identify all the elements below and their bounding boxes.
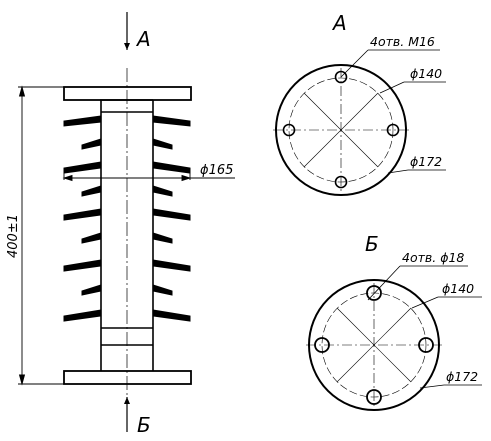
view-b-flange-label: ϕ172 bbox=[446, 369, 478, 384]
view-b-hole-top bbox=[366, 285, 382, 301]
view-b-bolt-circle-label: ϕ140 bbox=[442, 281, 474, 296]
shed-5 bbox=[63, 208, 191, 221]
view-a-hole-right bbox=[386, 123, 400, 137]
top-flange bbox=[63, 86, 192, 101]
shed-8 bbox=[81, 284, 173, 296]
shed-diameter-dimension bbox=[62, 168, 235, 182]
view-b-hole-right bbox=[418, 337, 434, 353]
view-a-flange-label: ϕ172 bbox=[410, 154, 442, 169]
shed-1 bbox=[63, 115, 191, 127]
sheds bbox=[63, 115, 191, 322]
view-a-holes-note: 4отв. М16 bbox=[370, 34, 435, 49]
view-a bbox=[273, 49, 446, 196]
view-b-hole-bottom bbox=[366, 389, 382, 405]
view-b-title: Б bbox=[365, 232, 379, 256]
shed-diameter-label: ϕ165 bbox=[200, 163, 233, 178]
shed-4 bbox=[81, 185, 173, 197]
bottom-flange bbox=[63, 370, 192, 385]
view-a-bolt-circle-label: ϕ140 bbox=[410, 66, 442, 81]
shed-2 bbox=[81, 138, 173, 150]
view-b-holes-note: 4отв. ϕ18 bbox=[402, 250, 464, 265]
view-b-hole-left bbox=[314, 337, 330, 353]
view-a-hole-top bbox=[334, 70, 348, 84]
view-b bbox=[306, 265, 482, 411]
side-view bbox=[18, 12, 235, 432]
view-a-arrow-label: А bbox=[135, 27, 151, 51]
shed-7 bbox=[63, 259, 191, 272]
view-b-arrow-label: Б bbox=[137, 413, 151, 437]
shed-6 bbox=[81, 232, 173, 244]
view-a-hole-bottom bbox=[334, 175, 348, 189]
shed-9 bbox=[63, 309, 191, 322]
height-label: 400±1 bbox=[6, 214, 21, 258]
view-a-title: А bbox=[331, 11, 347, 35]
height-dimension bbox=[18, 85, 64, 386]
view-a-hole-left bbox=[282, 123, 296, 137]
